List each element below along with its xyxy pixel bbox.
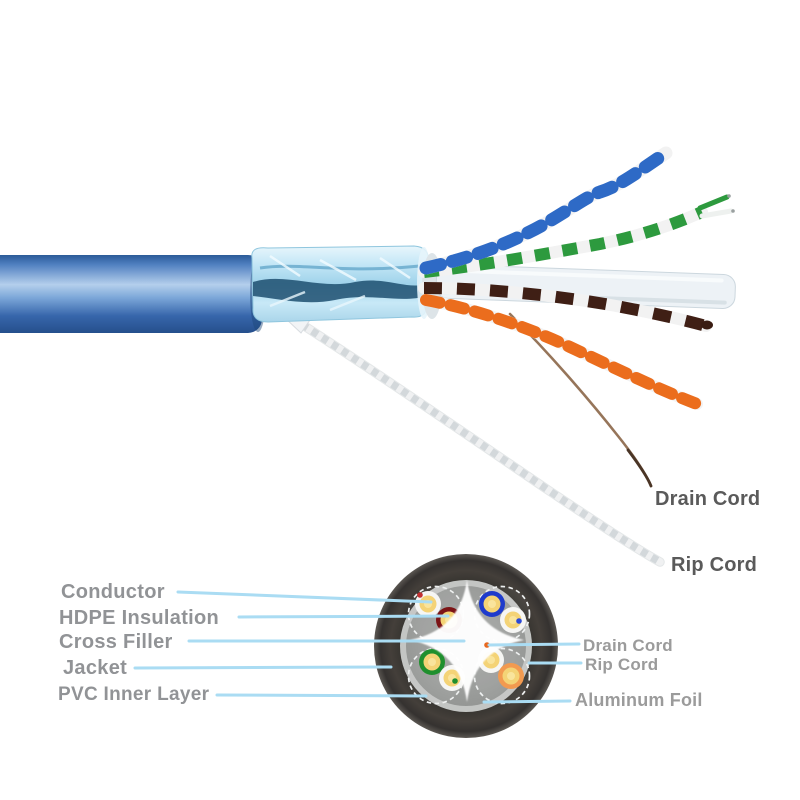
cs-dot-red [417,592,423,598]
brown-white-pair [418,282,713,332]
label-pvc-inner-layer: PVC Inner Layer [58,684,210,705]
rip-cord [287,313,665,567]
cs-pair-green [419,649,465,691]
label-drain-cord-cs: Drain Cord [583,636,673,655]
leader-line-drain-cord [487,642,581,647]
label-conductor: Conductor [61,581,165,603]
cs-dot-blue [516,618,522,624]
cable-jacket [0,255,262,333]
blue-white-pair [419,146,673,275]
cross-section [374,554,558,738]
label-rip-cord-cs: Rip Cord [585,655,659,674]
leader-line-hdpe-insulation [237,614,450,619]
drain-cord-wire [508,312,653,488]
cs-pair-blue [479,591,526,633]
cs-drain-cord-dot [484,642,490,648]
leader-line-pvc-inner-layer [215,693,428,698]
label-jacket: Jacket [63,657,128,679]
leader-line-jacket [133,665,393,670]
green-white-pair [418,194,735,278]
leader-line-conductor [176,590,433,604]
cs-cross-filler-star [410,580,524,702]
cs-dot-green [452,678,458,684]
label-aluminum-foil: Aluminum Foil [575,690,703,710]
leader-lines [133,590,583,704]
label-cross-filler: Cross Filler [59,631,173,653]
orange-white-pair [420,294,703,410]
label-hdpe-insulation: HDPE Insulation [59,607,220,629]
cable-photo [0,146,736,567]
label-drain-cord-photo: Drain Cord [655,488,761,510]
label-rip-cord-photo: Rip Cord [671,554,758,576]
foil-shield [251,245,431,323]
leader-line-aluminum-foil [482,699,572,704]
